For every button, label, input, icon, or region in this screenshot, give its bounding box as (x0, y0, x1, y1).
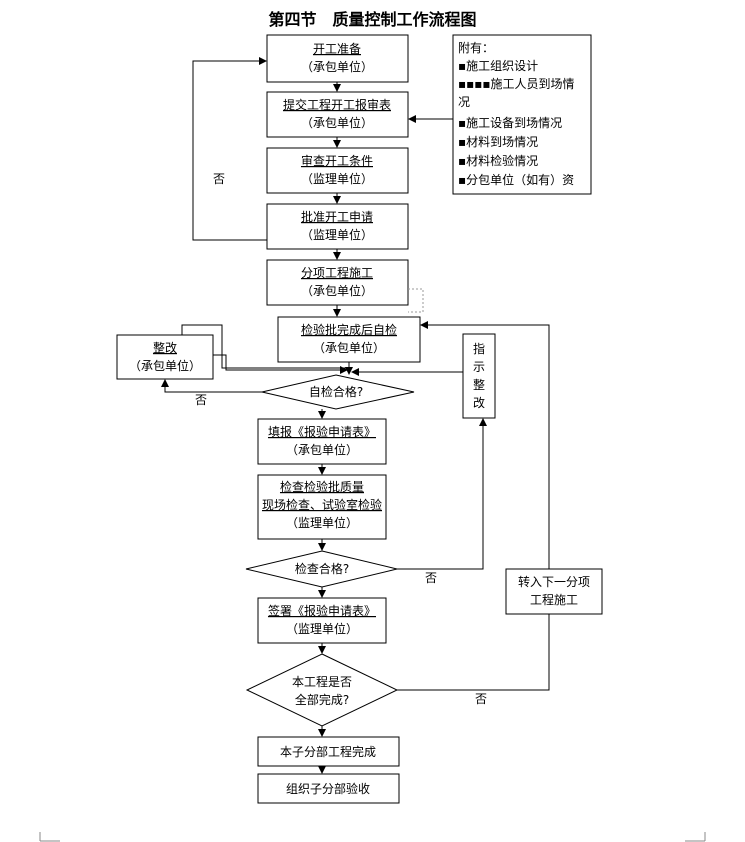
dashed-guide (408, 288, 424, 313)
svg-text:指: 指 (473, 341, 485, 356)
box-instruct-rectify: 指 示 整 改 (462, 333, 496, 419)
svg-text:（承包单位）: （承包单位） (129, 358, 201, 373)
svg-text:（监理单位）: （监理单位） (301, 171, 373, 186)
svg-text:附有：: 附有： (458, 41, 494, 55)
svg-text:▪材料检验情况: ▪材料检验情况 (458, 153, 538, 168)
svg-text:整: 整 (473, 377, 485, 392)
connectors (161, 57, 550, 774)
svg-text:改: 改 (473, 396, 485, 410)
svg-text:本工程是否: 本工程是否 (292, 674, 352, 689)
box-submit-report: 提交工程开工报审表 （承包单位） (266, 91, 409, 138)
svg-text:审查开工条件: 审查开工条件 (301, 153, 373, 168)
svg-text:工程施工: 工程施工 (530, 592, 578, 607)
box-attachments: 附有： ▪施工组织设计 ▪▪▪▪施工人员到场情 况 ▪施工设备到场情况 ▪材料到… (452, 34, 592, 195)
svg-text:▪施工设备到场情况: ▪施工设备到场情况 (458, 116, 562, 130)
page-corner-mark-left (39, 832, 60, 842)
svg-text:▪▪▪▪施工人员到场情: ▪▪▪▪施工人员到场情 (458, 77, 575, 91)
svg-text:（监理单位）: （监理单位） (301, 227, 373, 242)
svg-text:（承包单位）: （承包单位） (301, 283, 373, 298)
svg-text:分项工程施工: 分项工程施工 (301, 265, 373, 280)
page-corner-mark-right (685, 832, 706, 842)
box-approve-request: 批准开工申请 （监理单位） (266, 203, 409, 250)
label-no-check: 否 (425, 571, 437, 585)
page-title: 第四节 质量控制工作流程图 (268, 10, 477, 29)
box-organize-acceptance: 组织子分部验收 (257, 773, 400, 804)
svg-text:示: 示 (473, 360, 485, 374)
decision-all-complete: 本工程是否 全部完成? (245, 653, 399, 727)
svg-text:现场检查、试验室检验: 现场检查、试验室检验 (262, 497, 382, 512)
box-sub-construction: 分项工程施工 （承包单位） (266, 259, 409, 306)
box-review-conditions: 审查开工条件 （监理单位） (266, 147, 409, 194)
svg-text:▪材料到场情况: ▪材料到场情况 (458, 135, 538, 149)
box-sign-form: 签署《报验申请表》 （监理单位） (257, 597, 387, 644)
svg-text:提交工程开工报审表: 提交工程开工报审表 (283, 97, 391, 112)
svg-text:（承包单位）: （承包单位） (301, 115, 373, 130)
svg-text:检查合格?: 检查合格? (295, 561, 349, 576)
svg-text:签署《报验申请表》: 签署《报验申请表》 (268, 603, 376, 618)
svg-text:检查检验批质量: 检查检验批质量 (280, 479, 364, 494)
svg-text:批准开工申请: 批准开工申请 (301, 209, 373, 224)
svg-text:（承包单位）: （承包单位） (301, 59, 373, 74)
box-fill-form: 填报《报验申请表》 （承包单位） (257, 418, 387, 465)
label-no-left: 否 (213, 172, 225, 186)
svg-text:全部完成?: 全部完成? (295, 692, 349, 707)
box-start-prep: 开工准备 （承包单位） (266, 34, 409, 83)
box-self-check: 检验批完成后自检 （承包单位） (277, 316, 421, 363)
svg-text:检验批完成后自检: 检验批完成后自检 (301, 322, 397, 337)
label-no-complete: 否 (475, 692, 487, 706)
svg-text:转入下一分项: 转入下一分项 (518, 574, 590, 589)
svg-text:填报《报验申请表》: 填报《报验申请表》 (268, 424, 376, 439)
svg-text:组织子分部验收: 组织子分部验收 (286, 781, 370, 796)
box-next-item: 转入下一分项 工程施工 (505, 568, 603, 615)
svg-text:况: 况 (458, 95, 470, 109)
decision-self-pass: 自检合格? (261, 374, 415, 410)
svg-text:（监理单位）: （监理单位） (286, 515, 358, 530)
svg-text:（承包单位）: （承包单位） (313, 340, 385, 355)
svg-text:整改: 整改 (153, 340, 177, 355)
label-no-self: 否 (195, 393, 207, 407)
svg-text:自检合格?: 自检合格? (309, 384, 363, 399)
svg-text:本子分部工程完成: 本子分部工程完成 (280, 744, 376, 759)
svg-text:开工准备: 开工准备 (313, 42, 361, 56)
box-rectify: 整改 （承包单位） (116, 334, 214, 380)
svg-text:▪施工组织设计: ▪施工组织设计 (458, 59, 538, 73)
svg-text:▪分包单位（如有）资: ▪分包单位（如有）资 (458, 172, 574, 187)
decision-check-pass: 检查合格? (245, 550, 398, 588)
box-sub-complete: 本子分部工程完成 (257, 736, 400, 767)
svg-text:（监理单位）: （监理单位） (286, 621, 358, 636)
svg-text:（承包单位）: （承包单位） (286, 442, 358, 457)
box-inspect: 检查检验批质量 现场检查、试验室检验 （监理单位） (257, 474, 387, 540)
